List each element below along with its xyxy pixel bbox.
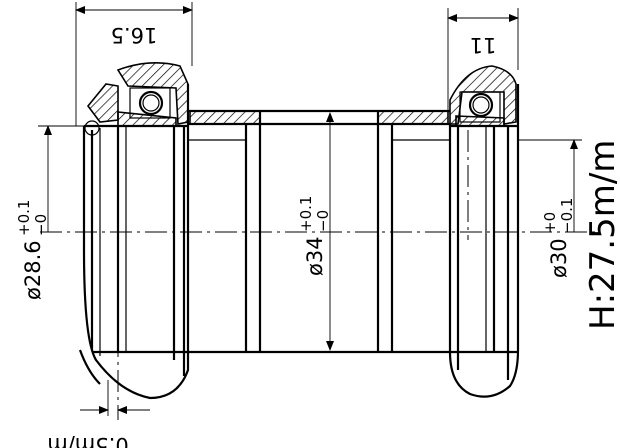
svg-text:ø28.6: ø28.6 bbox=[21, 240, 45, 300]
svg-text:ø34: ø34 bbox=[303, 236, 327, 276]
dim-left-diameter: ø28.6 +0.1 −0 bbox=[15, 125, 92, 300]
left-diameter-nominal: 28.6 bbox=[21, 240, 45, 287]
center-diameter-nominal: 34 bbox=[303, 236, 327, 263]
left-cup-hatched-section bbox=[116, 62, 189, 125]
left-bearing bbox=[129, 87, 171, 119]
center-diameter-upper-tol: +0.1 bbox=[297, 196, 315, 232]
center-tube-hatched-top bbox=[189, 110, 261, 125]
right-bearing bbox=[459, 91, 501, 123]
dim-label-offset: 0.5m/m bbox=[47, 433, 128, 448]
total-height-label: H:27.5m/m bbox=[583, 140, 620, 330]
right-cup-hatched-section bbox=[449, 65, 517, 125]
dim-label-11: 11 bbox=[470, 33, 497, 57]
left-seal-hatched-section bbox=[86, 83, 119, 123]
dim-label-16-5: 16.5 bbox=[111, 23, 158, 47]
right-diameter-nominal: 30 bbox=[547, 238, 571, 265]
right-diameter-lower-tol: −0.1 bbox=[558, 198, 576, 234]
center-lines bbox=[40, 130, 600, 420]
left-diameter-upper-tol: +0.1 bbox=[15, 200, 33, 236]
center-tube bbox=[188, 109, 450, 354]
right-diameter-upper-tol: +0 bbox=[541, 212, 559, 234]
left-diameter-lower-tol: −0 bbox=[32, 214, 50, 236]
dim-center-diameter: ø34 +0.1 −0 bbox=[297, 112, 334, 351]
dim-right-diameter: ø30 +0 −0.1 bbox=[518, 139, 582, 278]
dim-left-cup-height: 16.5 bbox=[75, 2, 193, 126]
dim-right-cup-height: 11 bbox=[447, 8, 519, 110]
left-cup bbox=[78, 62, 190, 400]
center-diameter-lower-tol: −0 bbox=[314, 210, 332, 232]
dim-offset: 0.5m/m bbox=[47, 380, 150, 448]
center-tube-hatched-top-right bbox=[377, 110, 449, 125]
right-cup bbox=[448, 65, 520, 398]
svg-text:ø30: ø30 bbox=[547, 238, 571, 278]
right-race-hatched-section bbox=[455, 115, 505, 127]
